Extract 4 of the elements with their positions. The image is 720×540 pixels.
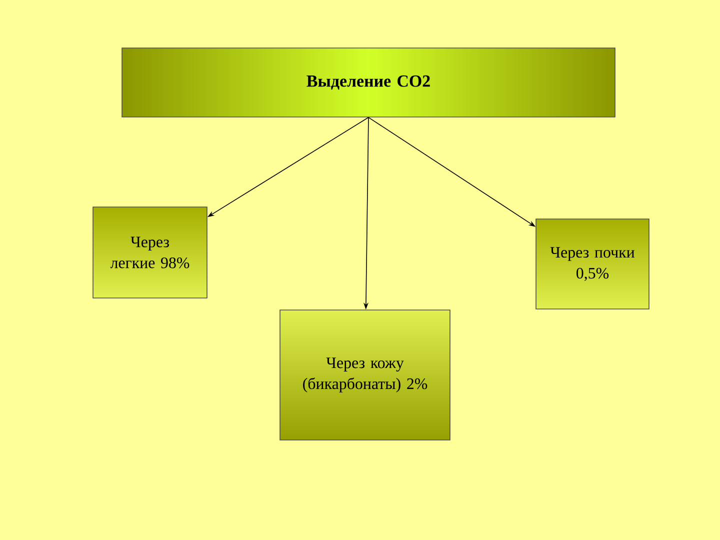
title-box: Выделение CO2 bbox=[122, 48, 616, 118]
process-box: Через почки 0,5% bbox=[536, 218, 650, 310]
process-box: Через кожу (бикарбонаты) 2% bbox=[280, 310, 450, 440]
process-box: Через легкие 98% bbox=[92, 206, 208, 298]
